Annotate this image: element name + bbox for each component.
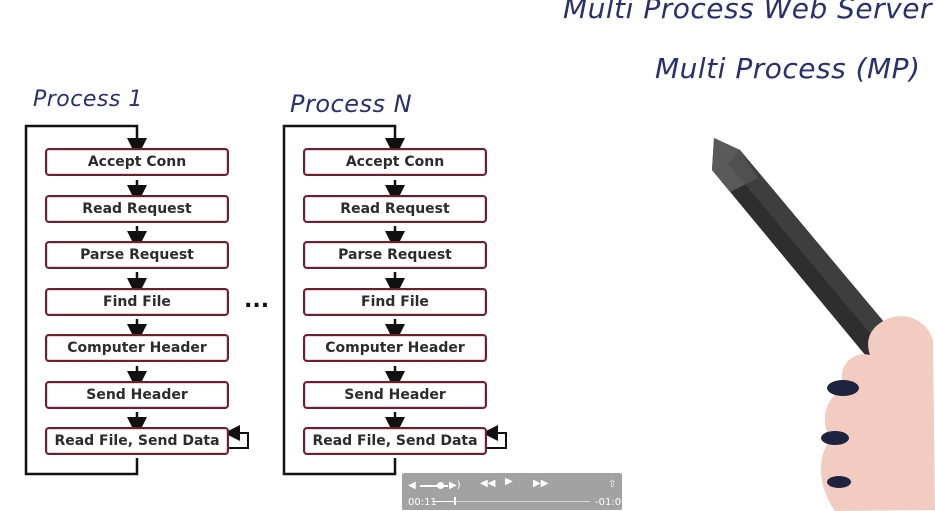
process-1-step: Read File, Send Data [45, 427, 229, 455]
process-1-step: Accept Conn [45, 148, 229, 176]
fast-forward-icon[interactable]: ▶▶ [533, 478, 549, 489]
process-n-step: Read File, Send Data [303, 427, 487, 455]
process-n-self-loop [482, 425, 507, 449]
scrubber-knob[interactable] [454, 497, 457, 505]
process-1-step: Parse Request [45, 241, 229, 269]
play-icon[interactable]: ▶ [505, 476, 513, 487]
volume-slider-knob[interactable] [436, 482, 444, 489]
video-player-controls[interactable]: ◀ ▶) ◀◀ ▶ ▶▶ ⇧ 00:11 -01:06 [402, 473, 627, 510]
process-1-self-loop [224, 425, 249, 449]
process-1-loop-line [24, 124, 147, 476]
time-remaining: -01:06 [595, 497, 628, 508]
slide-subtitle: Multi Process (MP) [655, 52, 921, 85]
process-n-step: Find File [303, 288, 487, 316]
speaker-icon[interactable]: ◀ [408, 480, 416, 491]
process-n-label: Process N [290, 90, 413, 118]
rewind-icon[interactable]: ◀◀ [480, 478, 496, 489]
process-n-step: Read Request [303, 195, 487, 223]
process-1-step: Send Header [45, 381, 229, 409]
scrubber-fill [432, 501, 455, 502]
process-n-loop-line [282, 124, 405, 476]
ellipsis: ... [244, 288, 270, 313]
process-1-step: Computer Header [45, 334, 229, 362]
marker-pen-image [712, 138, 920, 385]
time-elapsed: 00:11 [408, 497, 437, 508]
scrubber-track[interactable] [432, 501, 590, 502]
process-n-step: Accept Conn [303, 148, 487, 176]
process-n-step: Parse Request [303, 241, 487, 269]
process-1-label: Process 1 [33, 87, 143, 112]
volume-slider[interactable] [420, 485, 448, 487]
process-1-step: Find File [45, 288, 229, 316]
process-1-step: Read Request [45, 195, 229, 223]
process-n-step: Computer Header [303, 334, 487, 362]
slide-title: Multi Process Web Server [563, 0, 932, 25]
hand-image [820, 316, 935, 511]
share-icon[interactable]: ⇧ [608, 479, 617, 490]
speaker-loud-icon[interactable]: ▶) [449, 480, 461, 491]
process-n-step: Send Header [303, 381, 487, 409]
